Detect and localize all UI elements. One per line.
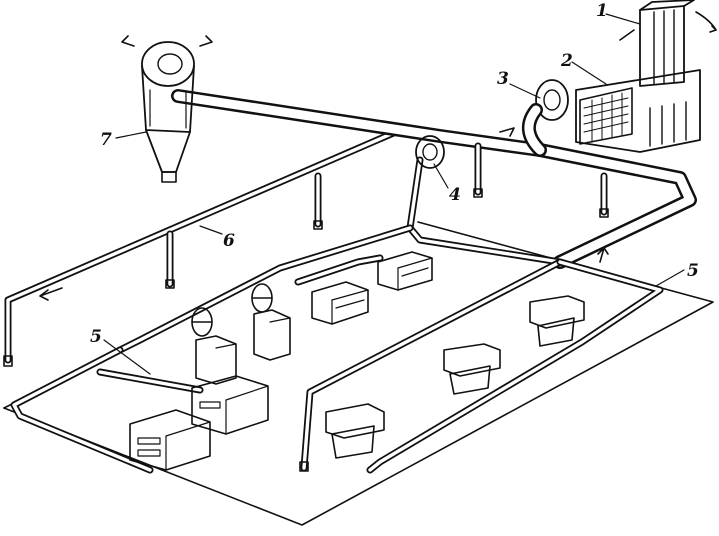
label-6: 6 (223, 231, 235, 251)
air-intake-unit (619, 0, 717, 87)
label-1: 1 (596, 1, 608, 21)
label-4: 4 (449, 185, 461, 205)
machine-back-1 (377, 251, 433, 291)
machine-tools (129, 251, 585, 471)
label-3: 3 (497, 69, 509, 89)
station-right-1 (529, 295, 585, 347)
machine-front-1 (191, 375, 269, 435)
label-2: 2 (560, 51, 573, 71)
main-trunk-duct (4, 89, 697, 364)
station-right-3 (325, 403, 385, 459)
leader-lines (103, 13, 685, 375)
station-right-2 (443, 343, 501, 395)
heater-grid (583, 92, 629, 143)
label-5-left: 5 (90, 327, 102, 347)
grinder-1 (251, 283, 291, 361)
label-7: 7 (100, 130, 112, 150)
cyclone-collector (121, 35, 213, 183)
flow-arrows (39, 247, 609, 301)
heater-housing (575, 69, 701, 153)
label-5-right: 5 (687, 261, 699, 281)
drop-pipes (3, 142, 609, 367)
distribution-pipes (10, 156, 664, 474)
machine-back-2 (311, 281, 369, 325)
supply-fan (499, 79, 569, 157)
machine-front-2 (129, 409, 211, 471)
booster-fan (415, 135, 445, 169)
grinder-2 (191, 307, 237, 385)
